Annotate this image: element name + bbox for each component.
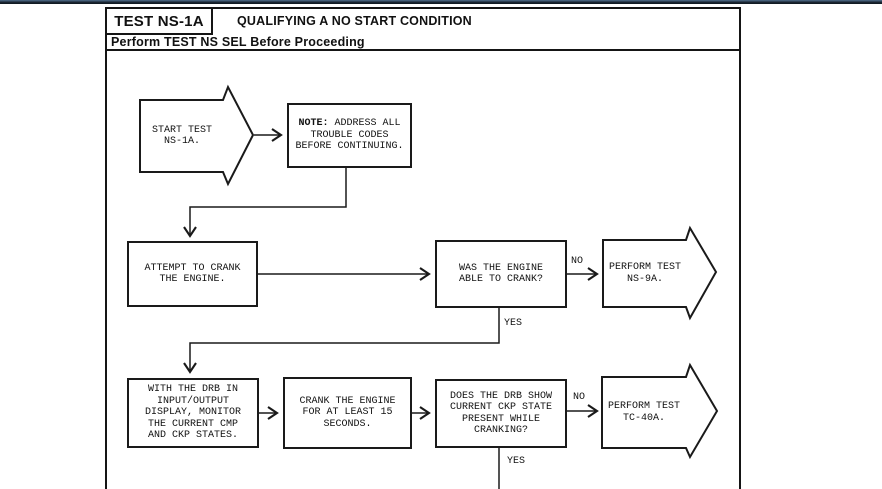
crank-yes-label: YES: [504, 318, 523, 329]
ckp-question-box: DOES THE DRB SHOW CURRENT CKP STATE PRES…: [435, 379, 567, 448]
test-id-box: TEST NS-1A: [105, 7, 213, 35]
start-block-arrow-text: START TEST NS-1A.: [151, 124, 212, 148]
note-box: NOTE: ADDRESS ALL TROUBLE CODES BEFORE C…: [287, 103, 412, 168]
test-id-label: TEST NS-1A: [114, 12, 204, 30]
crank-no-label: NO: [571, 256, 584, 267]
connector-yes-to-drb-box: [183, 308, 500, 374]
perform-ns9a-text: PERFORM TEST NS-9A.: [608, 262, 681, 285]
engine-crank-question-box: WAS THE ENGINE ABLE TO CRANK?: [435, 240, 567, 308]
page-top-accent-bar: [0, 0, 882, 4]
crank-15s-box: CRANK THE ENGINE FOR AT LEAST 15 SECONDS…: [283, 377, 412, 449]
connector-note-to-attempt: [183, 168, 347, 238]
start-block-arrow-shape: [139, 84, 255, 187]
header-divider-line: [105, 49, 741, 51]
ckp-no-label: NO: [573, 392, 586, 403]
perform-tc40a-text: PERFORM TEST TC-40A.: [607, 401, 680, 424]
perform-ns9a-block-arrow-shape: [602, 225, 718, 321]
note-text: ADDRESS ALL TROUBLE CODES BEFORE CONTINU…: [295, 118, 404, 153]
chart-title: QUALIFYING A NO START CONDITION: [237, 14, 472, 28]
drb-monitor-box: WITH THE DRB IN INPUT/OUTPUT DISPLAY, MO…: [127, 378, 259, 448]
perform-tc40a-block-arrow-shape: [601, 362, 719, 460]
note-label: NOTE:: [298, 118, 329, 130]
chart-subtitle: Perform TEST NS SEL Before Proceeding: [111, 35, 365, 49]
attempt-crank-box: ATTEMPT TO CRANK THE ENGINE.: [127, 241, 258, 307]
ckp-yes-label: YES: [507, 456, 526, 467]
